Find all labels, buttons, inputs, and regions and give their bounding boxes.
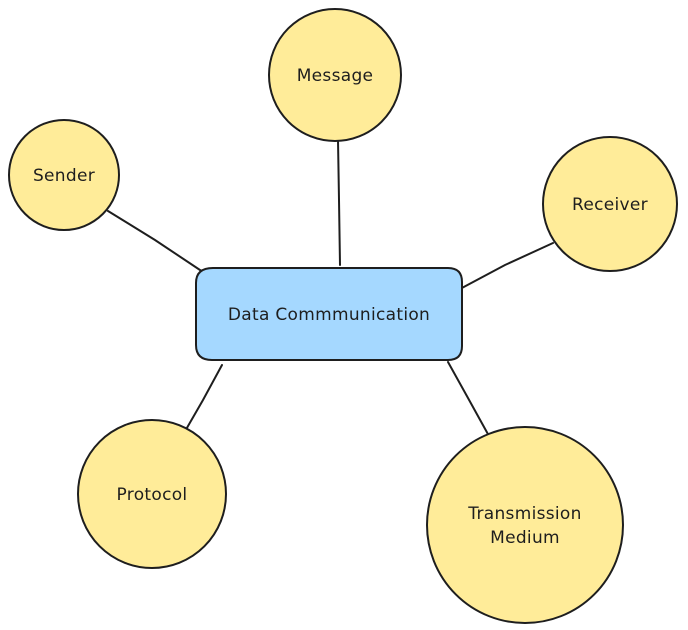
node-receiver-circle: [542, 136, 678, 272]
node-transmission-medium-circle: [426, 426, 624, 624]
connector-protocol: [183, 364, 223, 434]
node-sender: Sender: [8, 119, 120, 231]
node-message-circle: [268, 8, 402, 142]
center-node: Data Commmunication: [195, 267, 463, 361]
connector-message: [337, 139, 341, 266]
node-protocol: Protocol: [77, 419, 227, 569]
node-protocol-label: Protocol: [117, 485, 188, 505]
center-box: [195, 267, 463, 361]
center-label: Data Commmunication: [228, 305, 430, 325]
node-receiver-label: Receiver: [572, 195, 648, 215]
connectors: [107, 139, 554, 437]
node-receiver: Receiver: [542, 136, 678, 272]
node-transmission-medium: Transmission Medium: [426, 426, 624, 624]
connector-transmission-medium: [447, 361, 490, 437]
node-sender-label: Sender: [33, 166, 95, 186]
connector-sender: [107, 210, 204, 273]
node-message-label: Message: [297, 66, 374, 86]
connector-receiver: [459, 242, 554, 290]
node-message: Message: [268, 8, 402, 142]
node-transmission-medium-label-line1: Transmission: [467, 504, 581, 524]
node-protocol-circle: [77, 419, 227, 569]
node-sender-circle: [8, 119, 120, 231]
node-transmission-medium-label-line2: Medium: [490, 528, 560, 548]
